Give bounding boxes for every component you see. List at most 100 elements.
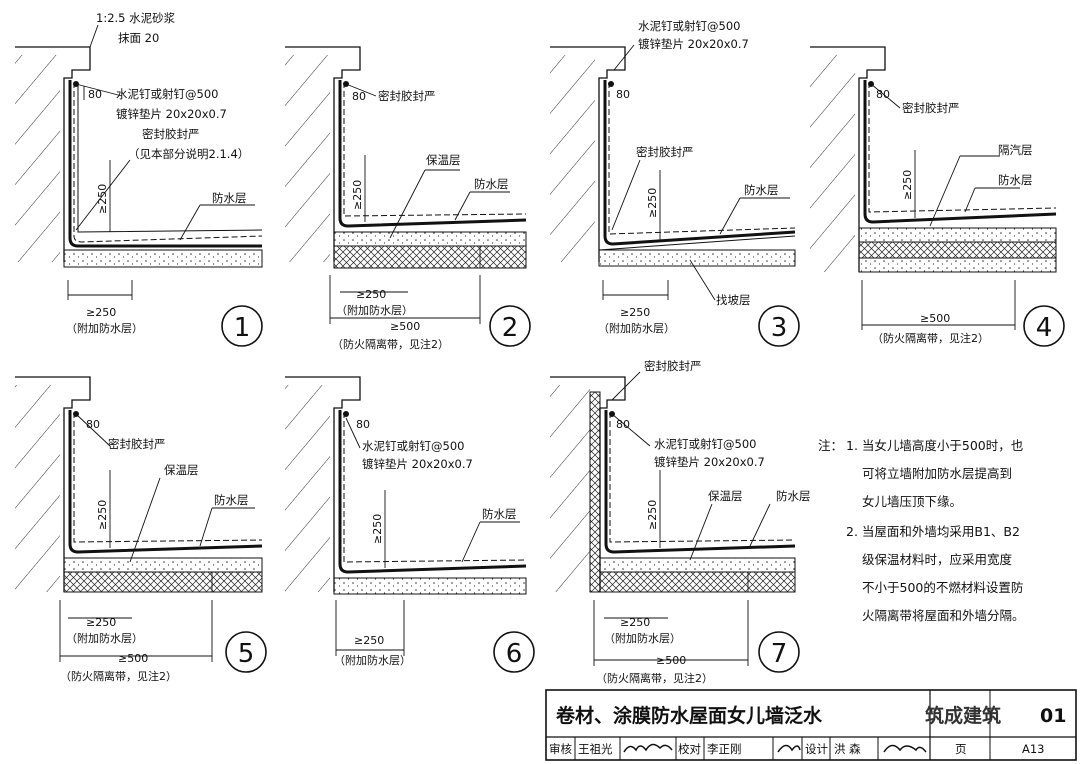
nail-label: 水泥钉或射钉@500 — [638, 19, 740, 33]
dim-top: 80 — [616, 418, 630, 431]
washer-label: 镀锌垫片 20x20x0.7 — [654, 455, 765, 469]
dim-width2-note: （防火隔离带，见注2） — [60, 669, 177, 683]
dim-top: 80 — [876, 88, 890, 101]
page-number: A13 — [1022, 742, 1045, 756]
checker-signature — [777, 744, 801, 753]
check-label: 校对 — [678, 742, 701, 756]
dim-height: ≥250 — [96, 500, 109, 530]
detail-6: 水泥钉或射钉@500 镀锌垫片 20x20x0.7 防水层 80 ≥250 ≥2… — [285, 376, 535, 673]
watermark-text: 筑成建筑 — [925, 704, 1001, 727]
detail-number: 2 — [502, 313, 519, 343]
dim-width1-note: （附加防水层） — [598, 321, 675, 335]
dim-width1-note: （附加防水层） — [66, 631, 143, 645]
dim-width2: ≥500 — [118, 652, 148, 665]
notes-block: 注： 1. 当女儿墙高度小于500时，也 可将立墙附加防水层提高到 女儿墙压顶下… — [818, 438, 1025, 623]
detail-7: 密封胶封严 水泥钉或射钉@500 镀锌垫片 20x20x0.7 保温层 防水层 … — [550, 359, 811, 685]
detail-number-circle — [489, 305, 531, 347]
sealant-label: 密封胶封严 — [902, 101, 960, 115]
washer-label: 镀锌垫片 20x20x0.7 — [362, 457, 473, 471]
waterproof-label: 防水层 — [474, 177, 509, 191]
insulation-label: 保温层 — [426, 153, 461, 167]
insulation-label: 保温层 — [708, 489, 743, 503]
design-label: 设计 — [805, 742, 828, 756]
insulation-label: 保温层 — [164, 463, 199, 477]
plaster-label: 抹面 20 — [118, 31, 159, 45]
detail-number-circle — [758, 305, 800, 347]
dim-top: 80 — [86, 418, 100, 431]
detail-number-circle — [221, 305, 263, 347]
note-ref-label: （见本部分说明2.1.4） — [128, 147, 249, 161]
dim-width1: ≥250 — [620, 616, 650, 629]
notes-heading: 注： — [818, 438, 843, 453]
checker-name: 李正刚 — [707, 742, 742, 756]
waterproof-label: 防水层 — [212, 191, 247, 205]
waterproof-label: 防水层 — [482, 507, 517, 521]
page-label: 页 — [955, 742, 967, 756]
dim-width1-note: （附加防水层） — [334, 653, 411, 667]
designer-signature — [883, 744, 927, 753]
designer-name: 洪 森 — [834, 742, 861, 756]
note-2-line-3: 不小于500的不燃材料设置防 — [862, 580, 1023, 595]
dim-width1-note: （附加防水层） — [336, 303, 413, 317]
detail-3: 水泥钉或射钉@500 镀锌垫片 20x20x0.7 密封胶封严 防水层 找坡层 … — [550, 19, 800, 347]
reviewer-signature — [623, 743, 673, 753]
note-2-line-1: 2. 当屋面和外墙均采用B1、B2 — [846, 524, 1020, 539]
detail-number: 4 — [1036, 313, 1053, 343]
nail-label: 水泥钉或射钉@500 — [654, 437, 756, 451]
detail-1: 1:2.5 水泥砂浆 抹面 20 水泥钉或射钉@500 镀锌垫片 20x20x0… — [15, 11, 263, 347]
dim-width2-note: （防火隔离带，见注2） — [872, 331, 989, 345]
detail-5: 密封胶封严 保温层 防水层 80 ≥250 ≥250 （附加防水层） ≥500 … — [15, 376, 267, 683]
detail-number: 1 — [234, 313, 251, 343]
dim-width1-note: （附加防水层） — [604, 631, 681, 645]
detail-4: 密封胶封严 隔汽层 防水层 80 ≥250 ≥500 （防火隔离带，见注2） 4 — [810, 46, 1065, 347]
note-1-line-3: 女儿墙压顶下缘。 — [862, 494, 962, 509]
dim-width1: ≥250 — [86, 306, 116, 319]
detail-2: 密封胶封严 保温层 防水层 80 ≥250 ≥250 （附加防水层） ≥500 … — [285, 46, 531, 351]
dim-width2: ≥500 — [656, 654, 686, 667]
dim-width2: ≥500 — [920, 312, 950, 325]
dim-width2-note: （防火隔离带，见注2） — [332, 337, 449, 351]
dim-width2: ≥500 — [390, 320, 420, 333]
dim-top: 80 — [356, 418, 370, 431]
detail-number: 6 — [506, 639, 523, 669]
drawing-title: 卷材、涂膜防水屋面女儿墙泛水 — [555, 704, 823, 727]
title-block: 卷材、涂膜防水屋面女儿墙泛水 01 筑成建筑 审核 王祖光 校对 李正刚 设计 … — [545, 689, 1077, 761]
detail-number-circle — [1023, 305, 1065, 347]
waterproof-label: 防水层 — [776, 489, 811, 503]
dim-width2-note: （防火隔离带，见注2） — [596, 671, 713, 685]
detail-number-circle — [225, 631, 267, 673]
note-1-line-1: 1. 当女儿墙高度小于500时，也 — [846, 438, 1023, 453]
sealant-label: 密封胶封严 — [378, 89, 436, 103]
note-2-line-2: 级保温材料时，应采用宽度 — [862, 552, 1013, 567]
dim-height: ≥250 — [901, 170, 914, 200]
detail-number-circle — [758, 631, 800, 673]
detail-number: 3 — [771, 313, 788, 343]
slope-label: 找坡层 — [716, 293, 751, 307]
sealant-label: 密封胶封严 — [108, 437, 166, 451]
sealant-label: 密封胶封严 — [142, 127, 200, 141]
dim-top: 80 — [352, 90, 366, 103]
vapor-label: 隔汽层 — [998, 143, 1033, 157]
note-1-line-2: 可将立墙附加防水层提高到 — [862, 466, 1012, 481]
dim-width1: ≥250 — [354, 634, 384, 647]
dim-top: 80 — [88, 88, 102, 101]
detail-number-circle — [493, 631, 535, 673]
waterproof-label: 防水层 — [998, 173, 1033, 187]
dim-width1: ≥250 — [86, 616, 116, 629]
review-label: 审核 — [549, 742, 572, 756]
waterproof-label: 防水层 — [744, 183, 779, 197]
dim-height: ≥250 — [96, 184, 109, 214]
nail-label: 水泥钉或射钉@500 — [116, 87, 218, 101]
washer-label: 镀锌垫片 20x20x0.7 — [116, 107, 227, 121]
detail-number: 7 — [771, 639, 788, 669]
dim-width1: ≥250 — [356, 288, 386, 301]
dim-height: ≥250 — [371, 514, 384, 544]
detail-number: 5 — [238, 639, 255, 669]
sealant-label: 密封胶封严 — [636, 145, 694, 159]
dim-top: 80 — [616, 88, 630, 101]
mortar-label: 1:2.5 水泥砂浆 — [96, 11, 176, 25]
drawing-code: 01 — [1040, 705, 1066, 727]
reviewer-name: 王祖光 — [578, 742, 613, 756]
sealant-label: 密封胶封严 — [644, 359, 702, 373]
